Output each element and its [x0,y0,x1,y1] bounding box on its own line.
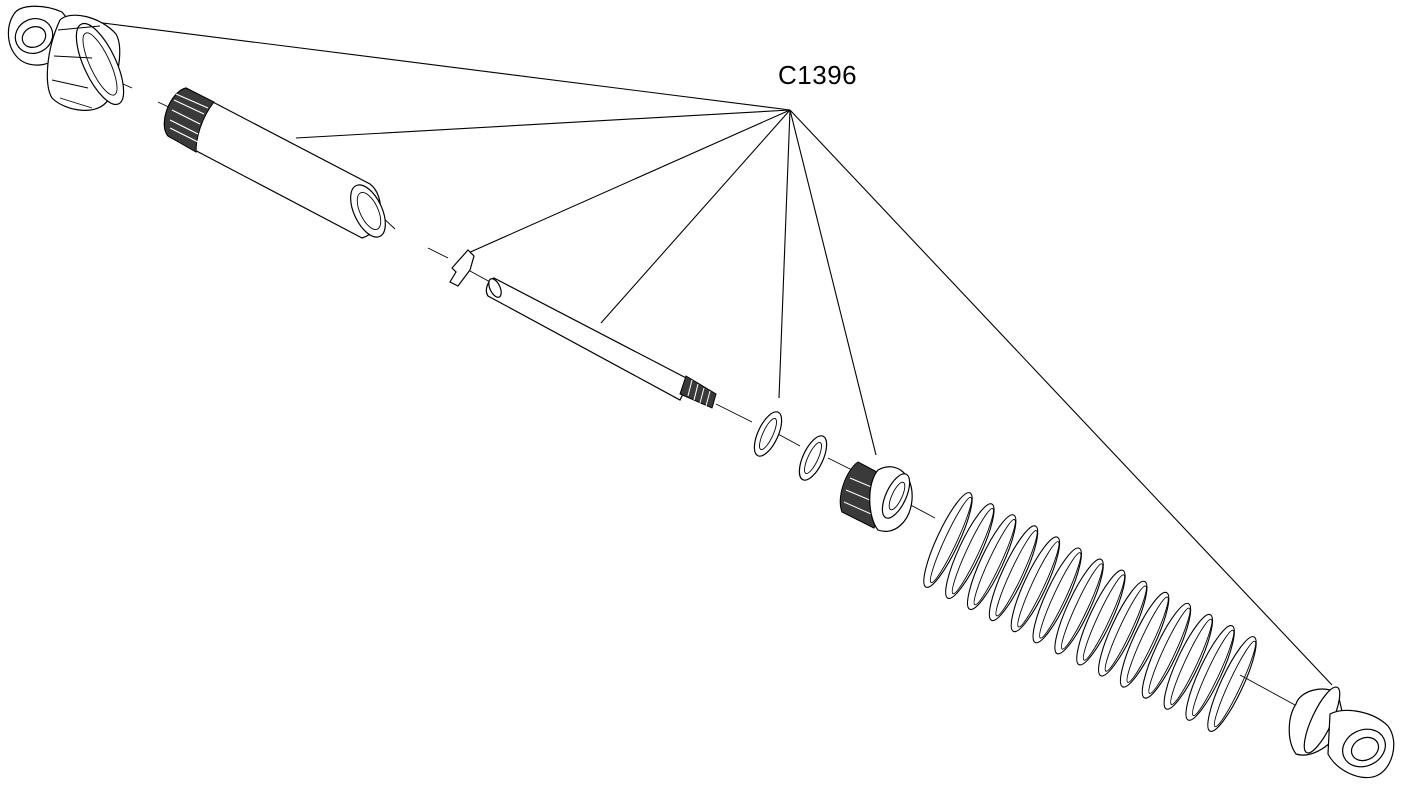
spring-coil-outer [1185,625,1235,721]
spring-coil-inner [1039,552,1082,639]
o-ring-icon [798,435,828,481]
shaft-icon [485,277,717,409]
spring-coil-inner [1061,563,1104,650]
spring-coil-outer [1141,602,1192,699]
spring-icon [923,492,1257,732]
spring-coil-outer [1098,580,1148,677]
spring-coil-inner [1148,607,1191,694]
leader-lines [94,21,1333,686]
spring-coil-outer [988,525,1039,622]
spring-coil-outer [945,503,995,599]
spring-coil-outer [1010,536,1061,633]
spring-coil-inner [1170,618,1213,705]
spring-coil-inner [1104,585,1147,672]
spring-coil-inner [1213,640,1257,728]
spring-coil-inner [929,496,973,584]
spring-coil-outer [967,514,1017,611]
spring-coil-outer [1076,569,1126,666]
spring-coil-inner [1082,574,1125,661]
spring-coil-inner [1017,541,1060,628]
spring-coil-outer [1119,591,1170,688]
spring-coil-inner [951,507,994,595]
spring-coil-inner [973,519,1016,606]
spring-coil-outer [1054,558,1104,655]
spring-coil-outer [1032,547,1082,644]
collar-icon [839,461,913,532]
spring-coil-inner [1126,596,1169,683]
o-ring-icon [753,411,783,457]
threaded-cylinder-icon [163,87,386,239]
spring-coil-inner [1192,629,1235,717]
spring-coil-outer [923,492,973,588]
spring-coil-outer [1163,613,1213,710]
part-number-label: C1396 [778,60,858,90]
rod-end-icon [1288,686,1395,779]
spring-coil-outer [1207,636,1257,732]
rod-end-top-icon [7,5,125,111]
clip-icon [449,249,475,287]
spring-coil-inner [995,530,1038,617]
